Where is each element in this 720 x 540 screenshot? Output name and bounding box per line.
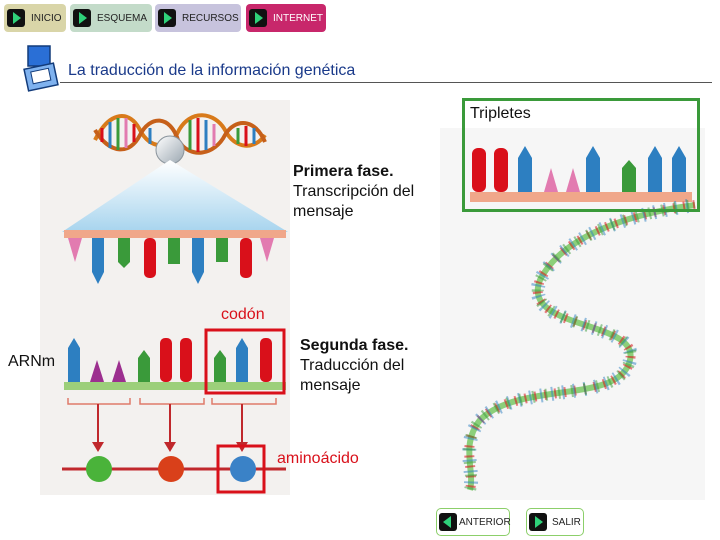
nav-recursos-button[interactable]: RECURSOS xyxy=(155,4,241,32)
segunda-fase-body-2: mensaje xyxy=(300,377,361,394)
primera-fase-body-1: Transcripción del xyxy=(293,183,415,200)
anterior-label: ANTERIOR xyxy=(459,516,511,528)
play-arrow-icon xyxy=(249,9,267,27)
mrna-strand-top xyxy=(64,230,286,284)
dna-helix xyxy=(93,113,267,165)
tripletes-label: Tripletes xyxy=(470,105,531,122)
tripletes-strand xyxy=(470,146,692,202)
segunda-fase-body-1: Traducción del xyxy=(300,357,405,374)
nav-internet-button[interactable]: INTERNET xyxy=(246,4,326,32)
nav-inicio-button[interactable]: INICIO xyxy=(4,4,66,32)
salir-label: SALIR xyxy=(552,516,581,528)
amino-acid-1 xyxy=(86,456,112,482)
play-arrow-icon xyxy=(7,9,25,27)
page-title: La traducción de la información genética xyxy=(68,62,356,79)
segunda-fase-title: Segunda fase. xyxy=(300,337,409,354)
primera-fase-title: Primera fase. xyxy=(293,163,394,180)
nav-esquema-button[interactable]: ESQUEMA xyxy=(70,4,152,32)
arnm-label: ARNm xyxy=(8,353,56,370)
page-book-icon xyxy=(23,45,59,92)
primera-fase-label: Primera fase. Transcripción del mensaje xyxy=(293,162,414,222)
mrna-strand-codons xyxy=(64,338,286,390)
aminoacid-highlight-box xyxy=(216,444,266,494)
title-divider xyxy=(60,82,712,83)
codon-label: codón xyxy=(221,306,265,323)
amino-acid-2 xyxy=(158,456,184,482)
amino-acid-3 xyxy=(230,456,256,482)
translation-arrows xyxy=(97,404,243,444)
anterior-button[interactable]: ANTERIOR xyxy=(436,508,511,536)
segunda-fase-label: Segunda fase. Traducción del mensaje xyxy=(300,336,408,396)
play-arrow-icon xyxy=(158,9,176,27)
salir-button[interactable]: SALIR xyxy=(526,508,584,536)
play-arrow-icon xyxy=(73,9,91,27)
tripletes-highlight-box xyxy=(462,98,700,212)
codon-highlight-box xyxy=(204,328,286,395)
nav-recursos-label: RECURSOS xyxy=(182,12,239,24)
transcription-fan xyxy=(62,160,288,232)
back-arrow-icon xyxy=(439,513,457,531)
nav-inicio-label: INICIO xyxy=(31,12,62,24)
long-mrna-strand xyxy=(462,198,696,492)
nav-internet-label: INTERNET xyxy=(273,12,323,24)
aminoacido-label: aminoácido xyxy=(277,450,359,467)
play-arrow-icon xyxy=(529,513,547,531)
primera-fase-body-2: mensaje xyxy=(293,203,354,220)
nav-esquema-label: ESQUEMA xyxy=(97,12,148,24)
